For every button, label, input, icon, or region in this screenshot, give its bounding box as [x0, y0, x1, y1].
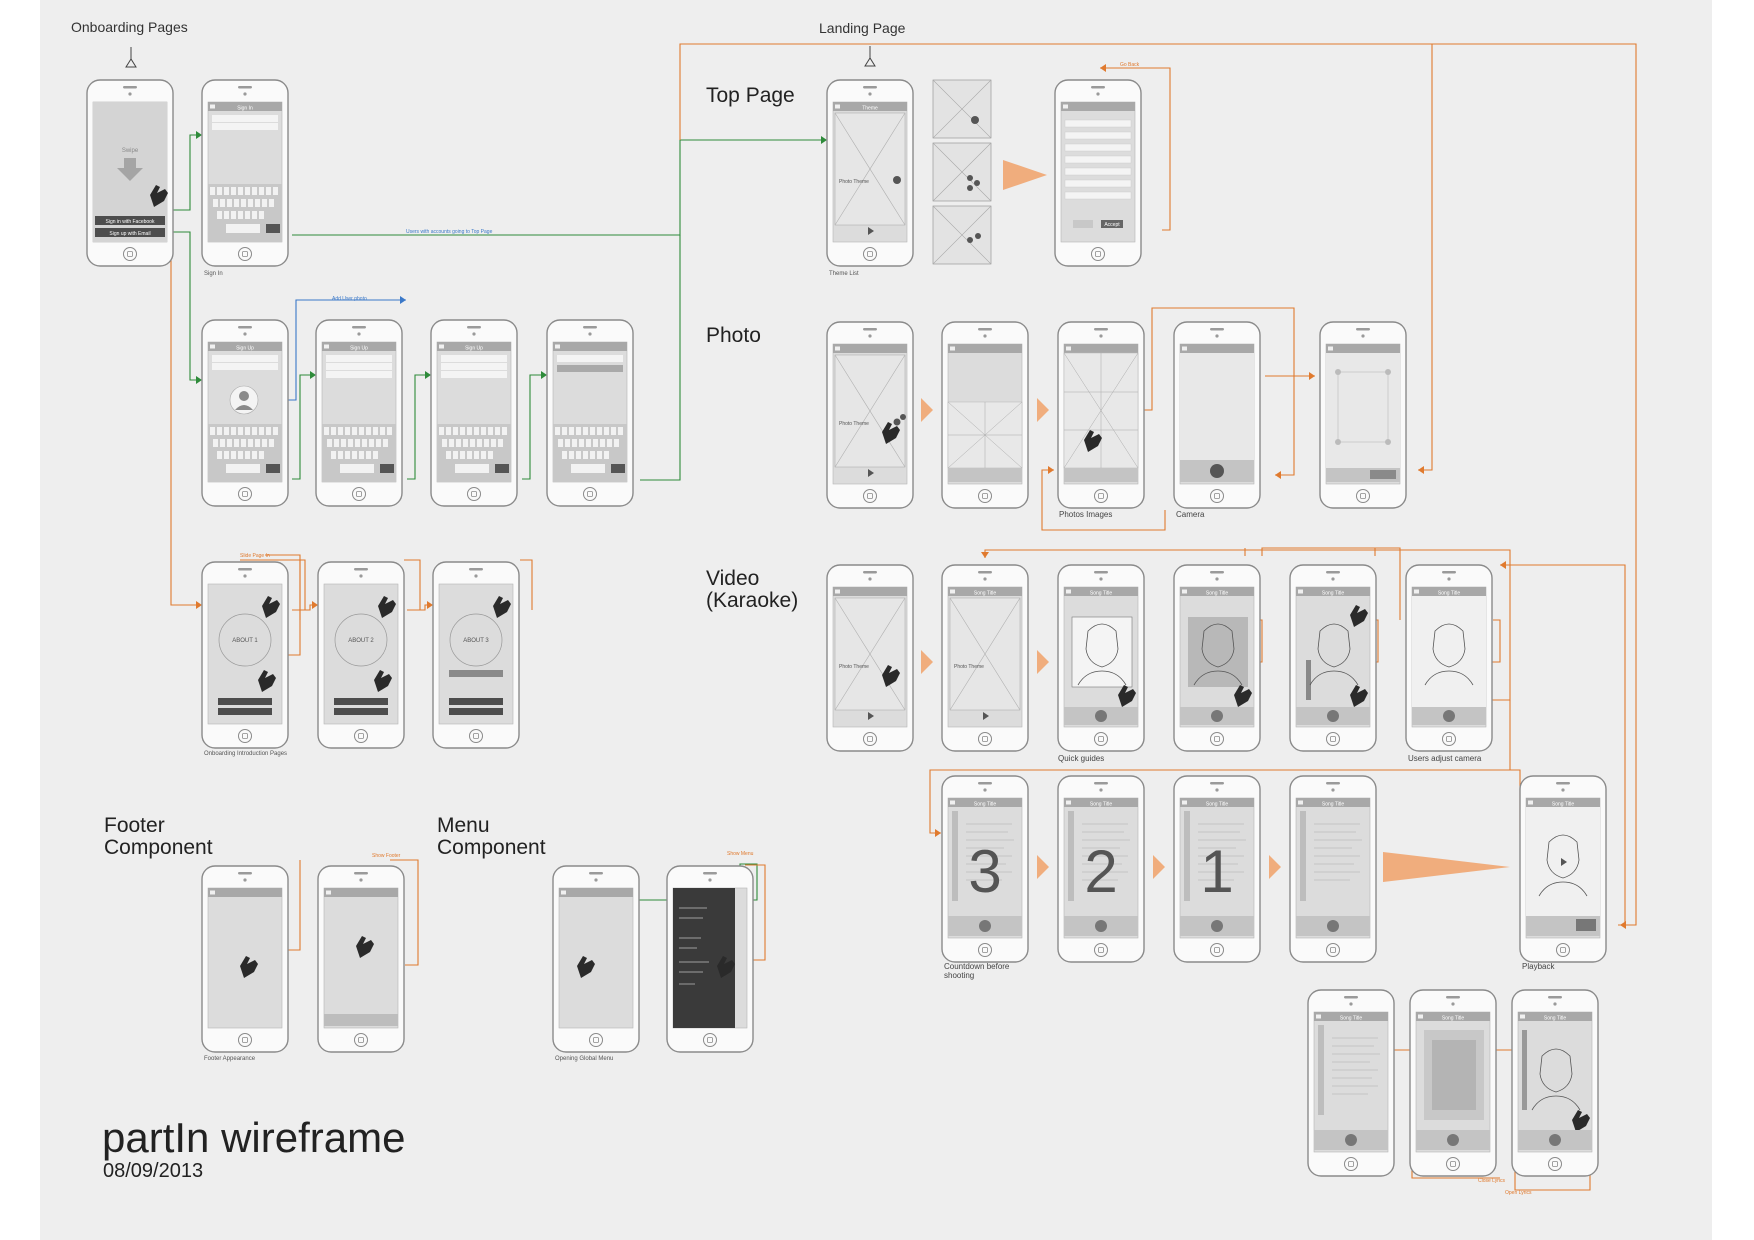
photo-row: Photo Theme: [826, 321, 1407, 509]
photo-theme-photo: Photo Theme: [839, 421, 869, 427]
swipe-label: Swipe: [122, 148, 139, 154]
note-go-back: Go Back: [1120, 62, 1140, 68]
note-users-with-accounts: Users with accounts going to Top Page: [406, 229, 493, 235]
caption-countdown-2: shooting: [944, 971, 974, 980]
section-onboarding-pages: Onboarding Pages: [71, 19, 188, 35]
section-menu: Menu: [437, 814, 490, 837]
note-close-lyrics: Close Lyrics: [1478, 1178, 1506, 1184]
countdown-2: 2: [1084, 838, 1117, 905]
sign-up-email-label: Sign up with Email: [109, 231, 150, 237]
song-title-l2: Song Title: [1442, 1016, 1464, 1022]
caption-theme-list: Theme List: [829, 271, 859, 277]
song-title-cd3: Song Title: [1206, 802, 1228, 808]
section-photo: Photo: [706, 324, 761, 347]
sign-up-title-2: Sign Up: [350, 346, 368, 352]
section-footer: Footer: [104, 814, 165, 837]
footer-component: [201, 865, 405, 1053]
caption-playback: Playback: [1522, 962, 1555, 971]
note-open-lyrics: Open Lyrics: [1505, 1190, 1532, 1196]
song-title-1: Song Title: [974, 591, 996, 597]
caption-users-adjust-camera: Users adjust camera: [1408, 754, 1482, 763]
about-1-label: ABOUT 1: [232, 638, 258, 644]
sign-up-title-1: Sign Up: [236, 346, 254, 352]
caption-countdown: Countdown before: [944, 962, 1010, 971]
about-2-label: ABOUT 2: [348, 638, 374, 644]
about-3-label: ABOUT 3: [463, 638, 489, 644]
sign-in-facebook-label: Sign in with Facebook: [106, 219, 155, 225]
photo-theme-song: Photo Theme: [954, 664, 984, 670]
theme-list-overlays: [932, 79, 992, 265]
lyrics-row: Song Title Song Title Song Title: [1307, 989, 1599, 1177]
sign-up-email-button[interactable]: [95, 228, 165, 237]
song-title-cd2: Song Title: [1090, 802, 1112, 808]
wireframe-date: 08/09/2013: [103, 1160, 203, 1182]
countdown-3: 3: [968, 838, 1001, 905]
sign-in-title: Sign In: [237, 106, 253, 112]
note-show-footer: Show Footer: [372, 853, 401, 859]
sign-in-screen: Sign In: [208, 102, 282, 242]
caption-sign-in: Sign In: [204, 271, 223, 277]
section-menu-component: Component: [437, 836, 546, 859]
section-top-page: Top Page: [706, 84, 795, 107]
caption-opening-global-menu: Opening Global Menu: [555, 1056, 613, 1062]
note-add-photo: Add User photo: [332, 296, 367, 302]
song-title-2: Song Title: [1090, 591, 1112, 597]
section-landing-page: Landing Page: [819, 20, 906, 36]
caption-footer-appearance: Footer Appearance: [204, 1056, 256, 1062]
song-title-3: Song Title: [1206, 591, 1228, 597]
note-show-menu: Show Menu: [727, 851, 754, 857]
caption-onboarding-intro: Onboarding Introduction Pages: [204, 751, 287, 757]
countdown-1: 1: [1200, 838, 1233, 905]
song-title-4: Song Title: [1322, 591, 1344, 597]
song-title-playback: Song Title: [1552, 802, 1574, 808]
theme-title-top: Theme: [862, 106, 878, 112]
countdown-row: Song Title 3 Song Title 2 Song Title 1 Song…: [941, 775, 1607, 963]
swipe-down-icon: [117, 158, 143, 181]
wireframe-title: partIn wireframe: [102, 1114, 405, 1161]
caption-quick-guides: Quick guides: [1058, 754, 1104, 763]
section-footer-component: Component: [104, 836, 213, 859]
photo-theme-top: Photo Theme: [839, 179, 869, 185]
song-title-cd1: Song Title: [974, 802, 996, 808]
caption-photos-images: Photos Images: [1059, 510, 1112, 519]
onboarding-intro-row: ABOUT 1 ABOUT 2 ABOUT 3: [201, 561, 520, 749]
photo-theme-video: Photo Theme: [839, 664, 869, 670]
onboarding-screen: Swipe Sign in with Facebook Sign up with…: [93, 102, 168, 242]
song-title-l3: Song Title: [1544, 1016, 1566, 1022]
song-title-5: Song Title: [1438, 591, 1460, 597]
section-video: Video: [706, 567, 759, 590]
section-video-sub: (Karaoke): [706, 589, 798, 612]
caption-camera: Camera: [1176, 510, 1205, 519]
footer-bar[interactable]: [324, 1014, 398, 1026]
sign-up-row: Sign Up Sign Up Sign Up: [201, 319, 634, 507]
menu-component: [552, 865, 754, 1053]
song-title-cd4: Song Title: [1322, 802, 1344, 808]
note-slide-page: Slide Page In: [240, 553, 270, 559]
accept-label: Accept: [1104, 222, 1120, 228]
sign-in-facebook-button[interactable]: [95, 216, 165, 225]
song-title-l1: Song Title: [1340, 1016, 1362, 1022]
sign-up-title-3: Sign Up: [465, 346, 483, 352]
